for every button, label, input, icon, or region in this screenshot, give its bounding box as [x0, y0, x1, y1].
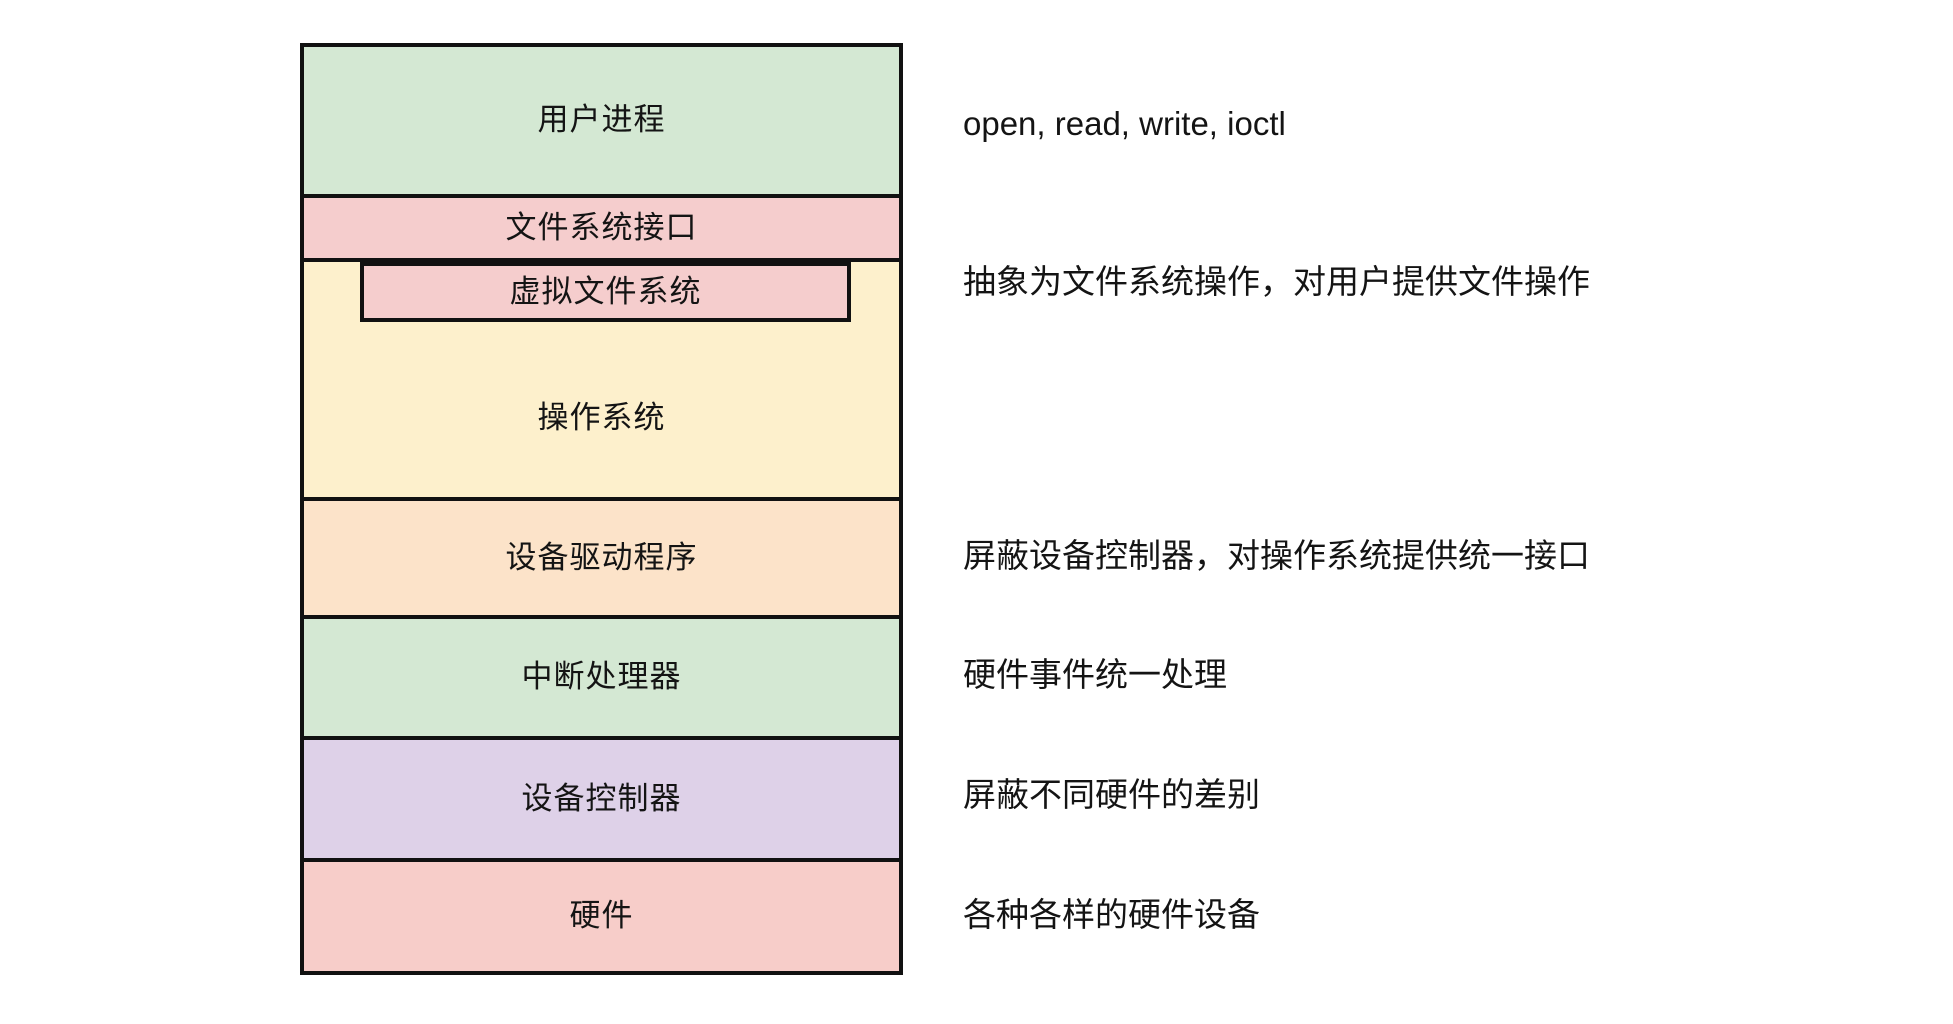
layer-file-system-interface-label: 文件系统接口: [505, 209, 698, 245]
layer-device-driver-label: 设备驱动程序: [505, 539, 698, 575]
layer-operating-system: 虚拟文件系统 操作系统: [304, 262, 899, 501]
annotation-user-process: open, read, write, ioctl: [963, 105, 1286, 142]
layer-device-driver: 设备驱动程序: [304, 501, 899, 619]
annotation-device-controller: 屏蔽不同硬件的差别: [963, 776, 1260, 813]
annotation-hardware: 各种各样的硬件设备: [963, 896, 1260, 933]
layer-interrupt-handler: 中断处理器: [304, 619, 899, 740]
annotation-device-driver: 屏蔽设备控制器，对操作系统提供统一接口: [963, 537, 1590, 574]
layer-user-process-label: 用户进程: [537, 102, 666, 138]
annotation-virtual-file-system: 抽象为文件系统操作，对用户提供文件操作: [963, 263, 1590, 300]
layer-virtual-file-system-label: 虚拟文件系统: [509, 273, 702, 309]
layer-hardware: 硬件: [304, 862, 899, 971]
layer-interrupt-handler-label: 中断处理器: [521, 659, 682, 695]
layer-virtual-file-system: 虚拟文件系统: [360, 262, 851, 322]
layer-user-process: 用户进程: [304, 47, 899, 198]
layer-file-system-interface: 文件系统接口: [304, 198, 899, 262]
layer-device-controller-label: 设备控制器: [521, 780, 682, 816]
annotation-interrupt-handler: 硬件事件统一处理: [963, 656, 1227, 693]
layer-stack: 用户进程 文件系统接口 虚拟文件系统 操作系统 设备驱动程序 中断处理器 设备控…: [300, 43, 903, 975]
layer-operating-system-label: 操作系统: [537, 399, 666, 435]
layer-hardware-label: 硬件: [569, 898, 634, 934]
layer-device-controller: 设备控制器: [304, 740, 899, 862]
